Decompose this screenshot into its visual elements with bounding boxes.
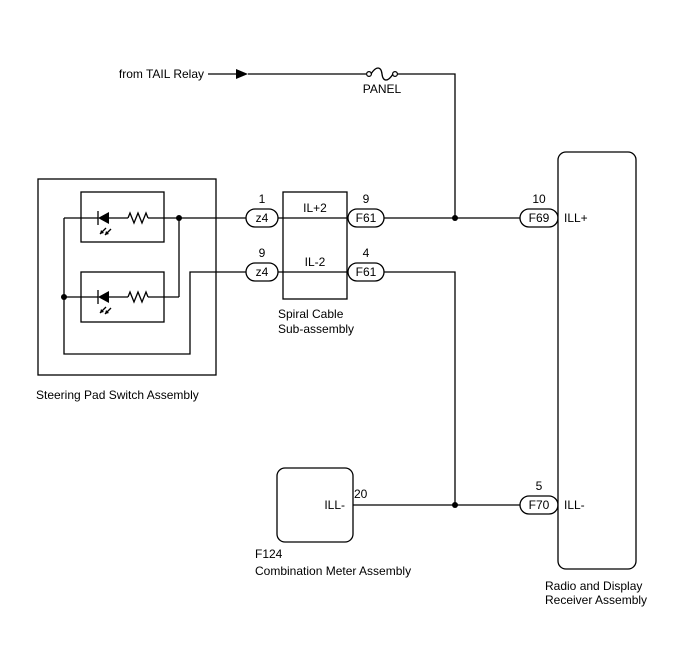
fuse-label: PANEL: [363, 82, 402, 96]
fuse-icon: [366, 67, 399, 81]
connector-z4-bottom-id: z4: [256, 265, 269, 279]
led-resistor-icon-bottom: [64, 290, 179, 315]
combination-meter-box: [276, 467, 354, 543]
junction-dot: [452, 502, 458, 508]
connector-z4-bottom-pin: 9: [259, 246, 266, 260]
connector-f61-bottom-pin: 4: [363, 246, 370, 260]
connector-f70-id: F70: [529, 498, 550, 512]
connector-f70-pin: 5: [536, 479, 543, 493]
spiral-signal-bottom: IL-2: [305, 255, 326, 269]
meter-terminal: ILL-: [324, 498, 345, 512]
connector-f69: F69: [519, 208, 559, 228]
spiral-cable-label-line2: Sub-assembly: [278, 322, 354, 336]
connector-f70: F70: [519, 495, 559, 515]
connector-z4-top-pin: 1: [259, 192, 266, 206]
radio-label-line2: Receiver Assembly: [545, 593, 647, 607]
steering-pad-label: Steering Pad Switch Assembly: [36, 388, 199, 402]
meter-pin: 20: [354, 487, 368, 501]
connector-f69-id: F69: [529, 211, 550, 225]
spiral-cable-label-line1: Spiral Cable: [278, 307, 344, 321]
radio-label-line1: Radio and Display: [545, 579, 642, 593]
arrow-right-icon: [236, 69, 248, 79]
wire-f61-to-ill-minus: [384, 271, 456, 505]
connector-f61-top: F61: [347, 208, 385, 228]
radio-terminal-bottom: ILL-: [564, 498, 585, 512]
led-resistor-icon-top: [64, 211, 179, 236]
meter-label: Combination Meter Assembly: [255, 564, 411, 578]
radio-receiver-box: [557, 151, 637, 570]
connector-f61-bottom: F61: [347, 262, 385, 282]
switch-illumination-box-top: [80, 191, 165, 243]
spiral-signal-top: IL+2: [303, 201, 327, 215]
junction-dot: [61, 294, 67, 300]
connector-z4-top: z4: [245, 208, 279, 228]
meter-code: F124: [255, 547, 283, 561]
connector-f61-top-id: F61: [356, 211, 377, 225]
connector-f69-pin: 10: [532, 192, 546, 206]
connector-z4-bottom: z4: [245, 262, 279, 282]
connector-z4-top-id: z4: [256, 211, 269, 225]
radio-terminal-top: ILL+: [564, 211, 588, 225]
source-label: from TAIL Relay: [119, 67, 204, 81]
internal-wire-left: [63, 218, 246, 355]
spiral-cable-box: [282, 191, 348, 300]
wire-fuse-to-junction: [397, 73, 456, 218]
connector-f61-bottom-id: F61: [356, 265, 377, 279]
junction-dot: [176, 215, 182, 221]
junction-dot: [452, 215, 458, 221]
connector-f61-top-pin: 9: [363, 192, 370, 206]
